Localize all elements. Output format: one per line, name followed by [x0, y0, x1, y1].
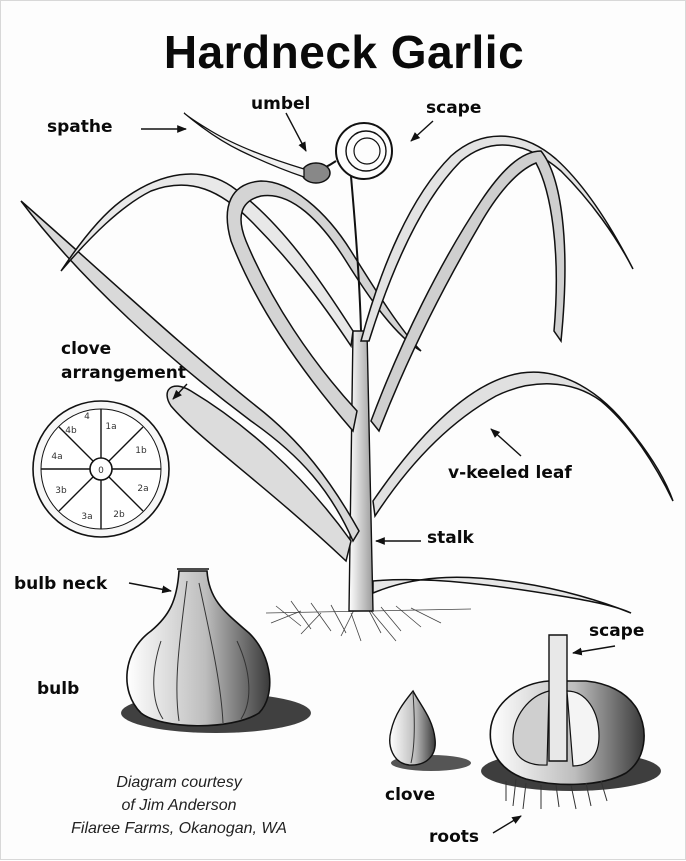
scape-bottom-arrow: [573, 646, 615, 653]
clove-mark: 2b: [113, 510, 125, 520]
clove-mark: 4: [84, 412, 90, 422]
umbel-spathe: [184, 113, 330, 183]
stalk: [349, 331, 373, 611]
single-clove: [390, 691, 471, 771]
clove-mark: 0: [98, 466, 104, 476]
umbel-arrow: [286, 113, 306, 151]
credit-block: Diagram courtesy of Jim Anderson Filaree…: [9, 771, 349, 840]
label-spathe: spathe: [47, 117, 113, 137]
clove-mark: 1a: [105, 422, 116, 432]
credit-line-2: of Jim Anderson: [9, 794, 349, 817]
scape-top-arrow: [411, 121, 433, 141]
clove-mark: 3b: [55, 486, 67, 496]
clove-mark: 1b: [135, 446, 147, 456]
roots-arrow: [493, 816, 521, 833]
v-keeled-leaf-arrow: [491, 429, 521, 456]
label-umbel: umbel: [251, 94, 310, 114]
clove-mark: 4b: [65, 426, 77, 436]
credit-line-3: Filaree Farms, Okanogan, WA: [9, 817, 349, 840]
clove-mark: 4a: [51, 452, 62, 462]
label-scape-top: scape: [426, 98, 481, 118]
clove-mark: 2a: [137, 484, 148, 494]
bulb-neck-arrow: [129, 583, 171, 591]
label-v-keeled-leaf: v-keeled leaf: [448, 463, 572, 483]
label-scape-bottom: scape: [589, 621, 644, 641]
bulb: [121, 569, 311, 733]
label-clove-arrangement-line2: arrangement: [61, 363, 186, 383]
label-bulb-neck: bulb neck: [14, 574, 107, 594]
cut-bulb: [481, 635, 661, 809]
label-roots: roots: [429, 827, 479, 847]
label-bulb: bulb: [37, 679, 79, 699]
credit-line-1: Diagram courtesy: [9, 771, 349, 794]
label-clove-arrangement-line1: clove: [61, 339, 111, 359]
label-stalk: stalk: [427, 528, 474, 548]
clove-mark: 3a: [81, 512, 92, 522]
label-clove: clove: [385, 785, 435, 805]
